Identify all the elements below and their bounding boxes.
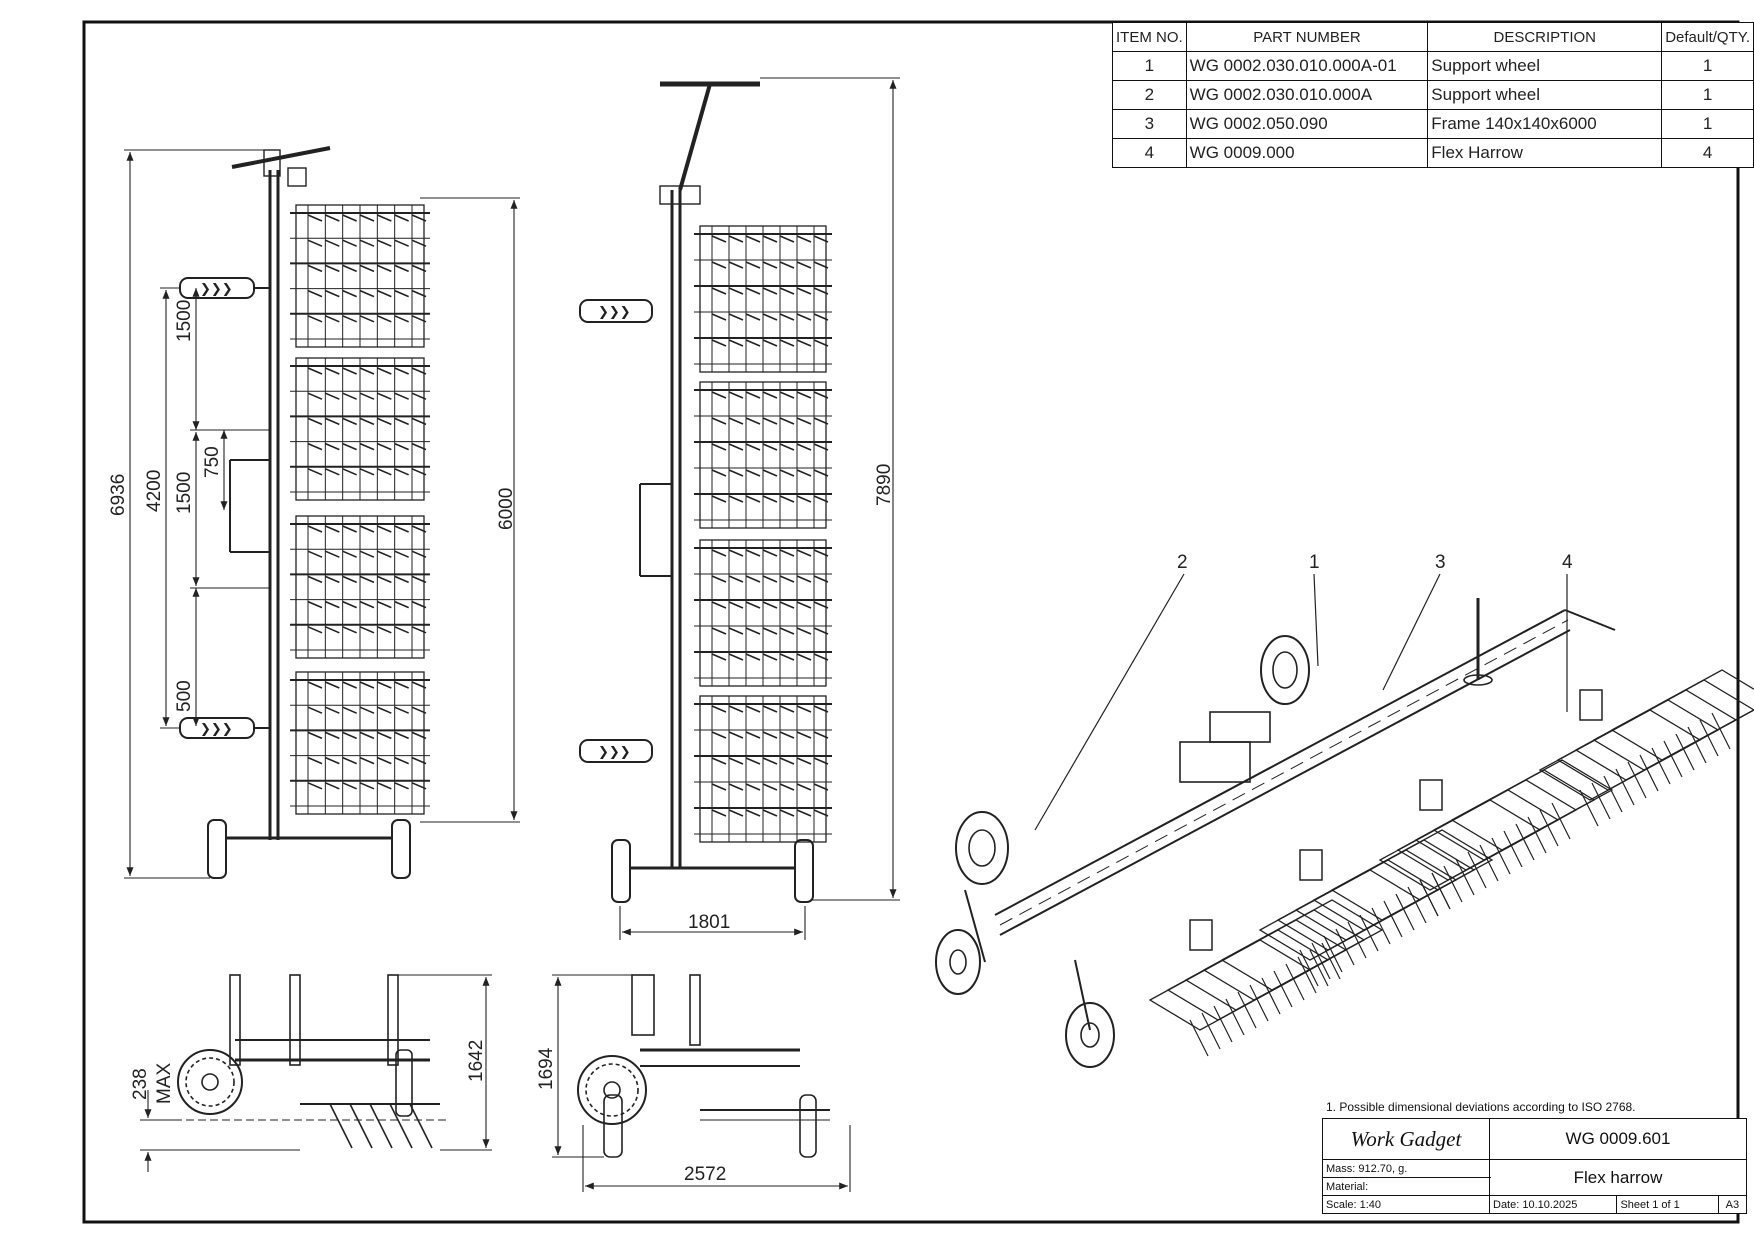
- callout-leaders: [1034, 573, 1568, 831]
- bom-cell-desc: Flex Harrow: [1427, 138, 1663, 168]
- bom-header-desc: DESCRIPTION: [1427, 22, 1663, 52]
- dim-track-width: 1801: [688, 912, 730, 933]
- callout-1: 1: [1309, 552, 1320, 573]
- dim-side-width: 2572: [684, 1164, 726, 1185]
- title-block: Work Gadget WG 0009.601 Mass: 912.70, g.…: [1322, 1118, 1748, 1214]
- side-view: [577, 974, 830, 1158]
- table-row: 1 WG 0002.030.010.000A-01 Support wheel …: [1112, 51, 1754, 81]
- bom-cell-item: 1: [1112, 51, 1187, 81]
- dim-overall-length: 6936: [108, 474, 129, 516]
- title-block-date: Date: 10.10.2025: [1488, 1195, 1618, 1214]
- title-block-title: Flex harrow: [1489, 1159, 1747, 1196]
- dim-harrow-width: 6000: [496, 488, 517, 530]
- harrow-transport-section: [694, 695, 832, 843]
- dim-ground-clearance: 238: [130, 1068, 151, 1100]
- bom-cell-desc: Frame 140x140x6000: [1427, 109, 1663, 139]
- drawing-notes: 1. Possible dimensional deviations accor…: [1326, 1100, 1636, 1114]
- top-view-working: ❯❯❯ ❯❯❯: [179, 146, 430, 879]
- bom-header-item: ITEM NO.: [1112, 22, 1187, 52]
- bom-cell-qty: 1: [1661, 51, 1754, 81]
- bom-header-qty: Default/QTY.: [1661, 22, 1754, 52]
- bom-header-part: PART NUMBER: [1185, 22, 1429, 52]
- harrow-iso-section: [1258, 829, 1494, 987]
- title-block-size: A3: [1717, 1195, 1748, 1214]
- bom-cell-qty: 1: [1661, 109, 1754, 139]
- dim-pitch-b: 1500: [174, 472, 195, 514]
- dim-pitch-a: 1500: [174, 300, 195, 342]
- harrow-working-section: [290, 671, 430, 815]
- table-row: 4 WG 0009.000 Flex Harrow 4: [1112, 138, 1754, 168]
- bom-cell-item: 3: [1112, 109, 1187, 139]
- harrow-working-section: [290, 357, 430, 501]
- svg-text:❯❯❯: ❯❯❯: [200, 722, 233, 737]
- callout-3: 3: [1435, 552, 1446, 573]
- title-block-material: Material:: [1322, 1177, 1490, 1196]
- bom-cell-part: WG 0002.030.010.000A: [1185, 80, 1429, 110]
- dim-side-height: 1694: [536, 1047, 557, 1090]
- harrow-iso-section: [1538, 669, 1754, 827]
- harrow-working-section: [290, 515, 430, 659]
- dim-transport-length: 7890: [874, 464, 895, 506]
- harrow-transport-section: [694, 381, 832, 529]
- sheet-border: [82, 20, 1740, 1224]
- harrow-transport-section: [694, 225, 832, 373]
- dim-wheel-offset: 750: [202, 446, 223, 478]
- dimension-lines: [124, 77, 900, 1192]
- table-row: 3 WG 0002.050.090 Frame 140x140x6000 1: [1112, 109, 1754, 139]
- table-row: 2 WG 0002.030.010.000A Support wheel 1: [1112, 80, 1754, 110]
- svg-text:❯❯❯: ❯❯❯: [200, 282, 233, 297]
- harrow-working-section: [290, 204, 430, 348]
- bom-cell-part: WG 0009.000: [1185, 138, 1429, 168]
- bom-cell-qty: 1: [1661, 80, 1754, 110]
- title-block-drawing-number: WG 0009.601: [1489, 1118, 1747, 1160]
- harrow-transport-section: [694, 539, 832, 687]
- title-block-mass: Mass: 912.70, g.: [1322, 1159, 1490, 1178]
- bom-cell-item: 2: [1112, 80, 1187, 110]
- top-view-transport: ❯❯❯ ❯❯❯: [579, 81, 832, 903]
- dim-harrow-span: 4200: [144, 470, 165, 512]
- svg-text:❯❯❯: ❯❯❯: [598, 745, 631, 760]
- title-block-scale: Scale: 1:40: [1322, 1195, 1490, 1214]
- bom-cell-desc: Support wheel: [1427, 51, 1663, 81]
- bom-cell-item: 4: [1112, 138, 1187, 168]
- dim-pitch-c: 500: [174, 680, 195, 712]
- bom-cell-part: WG 0002.030.010.000A-01: [1185, 51, 1429, 81]
- title-block-company: Work Gadget: [1322, 1118, 1490, 1160]
- isometric-view: [935, 598, 1754, 1068]
- harrow-iso-section: [1148, 899, 1384, 1057]
- dim-ground-clearance-note: MAX: [154, 1063, 175, 1105]
- bom-cell-qty: 4: [1661, 138, 1754, 168]
- harrow-iso-section: [1378, 759, 1614, 917]
- svg-text:❯❯❯: ❯❯❯: [598, 305, 631, 320]
- dim-front-height: 1642: [466, 1040, 487, 1082]
- title-block-sheet: Sheet 1 of 1: [1616, 1195, 1719, 1214]
- bom-cell-desc: Support wheel: [1427, 80, 1663, 110]
- bom-header-row: ITEM NO. PART NUMBER DESCRIPTION Default…: [1112, 22, 1754, 52]
- callout-4: 4: [1562, 552, 1573, 573]
- bom-table: ITEM NO. PART NUMBER DESCRIPTION Default…: [1112, 22, 1754, 168]
- callout-2: 2: [1177, 552, 1188, 573]
- bom-cell-part: WG 0002.050.090: [1185, 109, 1429, 139]
- front-view: [150, 974, 450, 1149]
